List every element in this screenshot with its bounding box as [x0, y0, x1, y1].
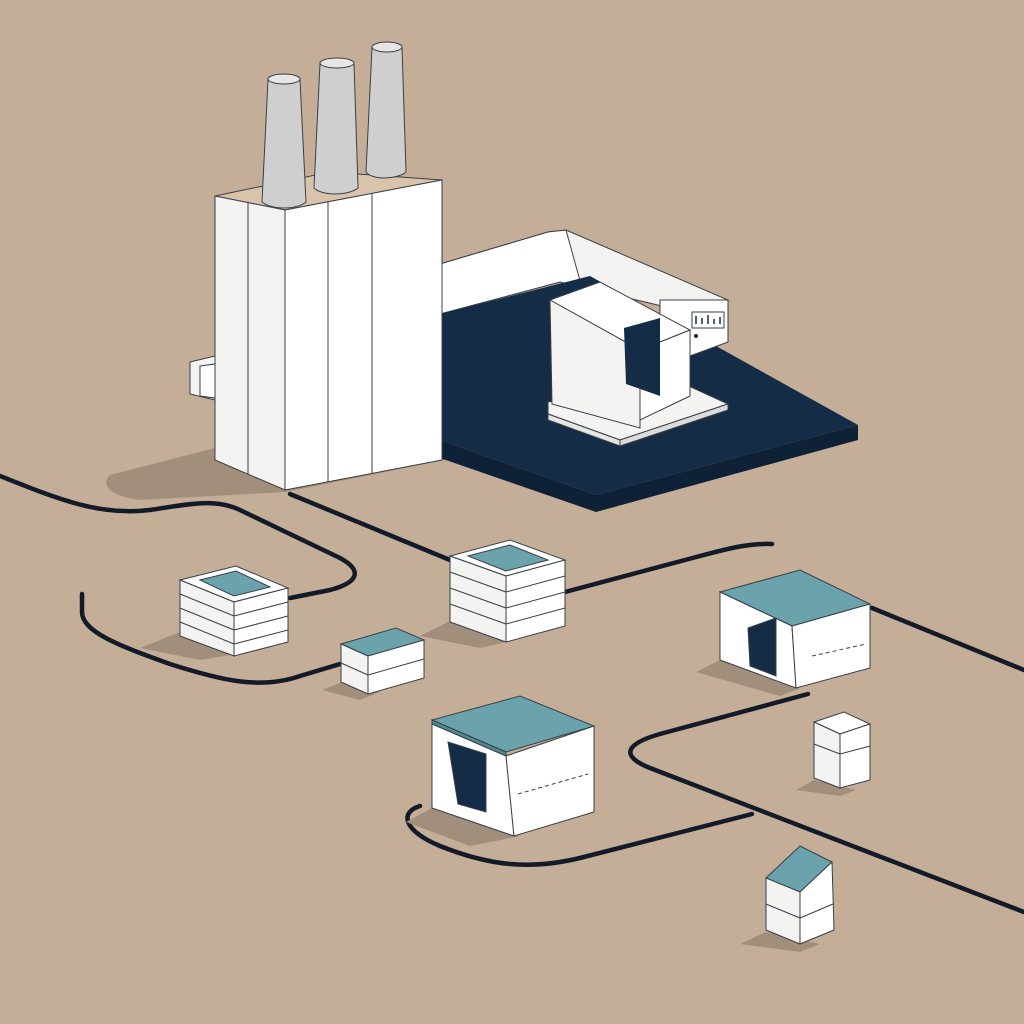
smokestack-2: [313, 59, 359, 195]
pipelines: [0, 473, 1024, 915]
pipeline-south-loop: [405, 803, 755, 867]
storage-stack-center: [448, 539, 567, 643]
pipeline-east-right: [869, 605, 1024, 673]
factory-left-face: [214, 195, 286, 491]
warehouse-south-door: [447, 741, 487, 813]
smokestack-3: [365, 43, 407, 179]
stack-center-top-panel: [466, 544, 550, 572]
warehouse-east-side: [791, 603, 871, 689]
stack-b-shadow: [420, 620, 515, 648]
factory-front-face: [284, 179, 443, 491]
warehouse-south-side: [505, 725, 595, 837]
machine-body-front: [549, 299, 641, 429]
smokestack-2-top: [319, 57, 355, 69]
stack-a-shadow: [140, 632, 236, 660]
smokestacks: [261, 41, 407, 209]
warehouse-south: [430, 695, 596, 837]
smokestack-3-top: [371, 41, 403, 53]
console-gauges: [695, 315, 721, 324]
warehouse-east-shadow: [696, 660, 800, 696]
warehouse-east: [718, 569, 872, 689]
module-south-shadow: [740, 932, 820, 952]
platform-edge-left: [440, 440, 596, 512]
console-knob: [694, 334, 698, 338]
storage-stack-west: [178, 565, 290, 657]
smokestack-1: [261, 75, 307, 209]
storage-stack-small: [339, 627, 426, 695]
warehouse-east-door: [747, 617, 777, 677]
module-east: [812, 711, 872, 789]
module-east-shadow: [796, 780, 856, 796]
module-east-front: [813, 721, 841, 789]
platform-edge: [596, 425, 858, 512]
factory-annex-front: [199, 363, 216, 399]
smokestack-1-top: [267, 73, 301, 85]
pipeline-southeast: [628, 691, 1024, 915]
warehouse-south-shadow: [406, 808, 520, 846]
module-south-side: [799, 860, 835, 945]
module-south: [765, 845, 835, 945]
pipeline-west-lower: [79, 591, 343, 685]
pipeline-west-loop: [0, 473, 357, 601]
warehouse-south-trim: [517, 773, 589, 795]
stack-c-shadow: [322, 682, 380, 700]
module-east-side: [839, 723, 871, 789]
stack-west-top-panel: [198, 570, 272, 597]
machine-platform: [439, 229, 858, 512]
machine-opening: [624, 318, 660, 396]
warehouse-east-trim: [811, 643, 867, 657]
pipeline-factory-to-stack: [287, 491, 453, 563]
machine-unit: [547, 281, 730, 447]
pipeline-stack-to-east: [562, 541, 775, 595]
machine-base-right: [619, 403, 729, 447]
factory: [189, 41, 443, 491]
